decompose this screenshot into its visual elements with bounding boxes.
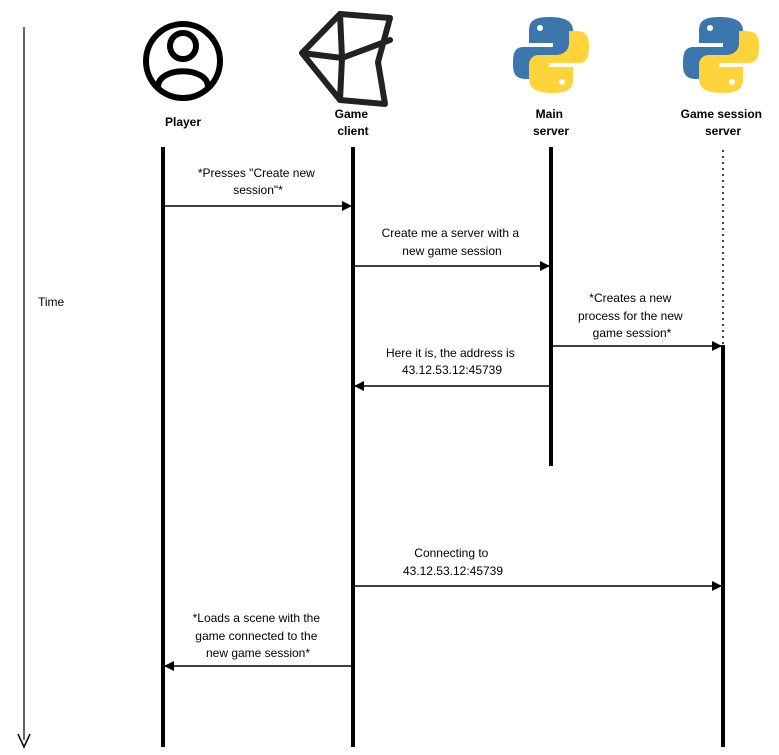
message-1: *Presses "Create new session"* xyxy=(165,166,352,211)
time-axis-arrowhead xyxy=(17,733,31,749)
time-axis: Time xyxy=(17,27,65,749)
message-1-label: *Presses "Create new session"* xyxy=(198,166,318,197)
actor-label-game-client: Game client xyxy=(335,107,372,138)
message-4-label: Here it is, the address is 43.12.53.12:4… xyxy=(386,346,518,377)
message-4: Here it is, the address is 43.12.53.12:4… xyxy=(354,346,549,391)
user-icon xyxy=(143,21,223,101)
message-6: *Loads a scene with the game connected t… xyxy=(164,611,351,671)
python-icon-2 xyxy=(683,17,759,93)
message-3-label: *Creates a new process for the new game … xyxy=(578,291,686,340)
message-3: *Creates a new process for the new game … xyxy=(553,291,722,351)
message-2-label: Create me a server with a new game sessi… xyxy=(382,226,523,258)
message-6-label: *Loads a scene with the game connected t… xyxy=(193,611,324,660)
unity-icon xyxy=(299,11,393,107)
message-5: Connecting to 43.12.53.12:45739 xyxy=(355,546,722,591)
actor-label-player: Player xyxy=(165,115,201,129)
actor-label-main-server: Main server xyxy=(533,107,569,138)
python-icon xyxy=(513,17,589,93)
time-axis-label: Time xyxy=(38,295,65,309)
message-2: Create me a server with a new game sessi… xyxy=(355,226,550,271)
message-5-label: Connecting to 43.12.53.12:45739 xyxy=(403,546,503,578)
actor-label-session-server: Game session server xyxy=(681,107,766,138)
